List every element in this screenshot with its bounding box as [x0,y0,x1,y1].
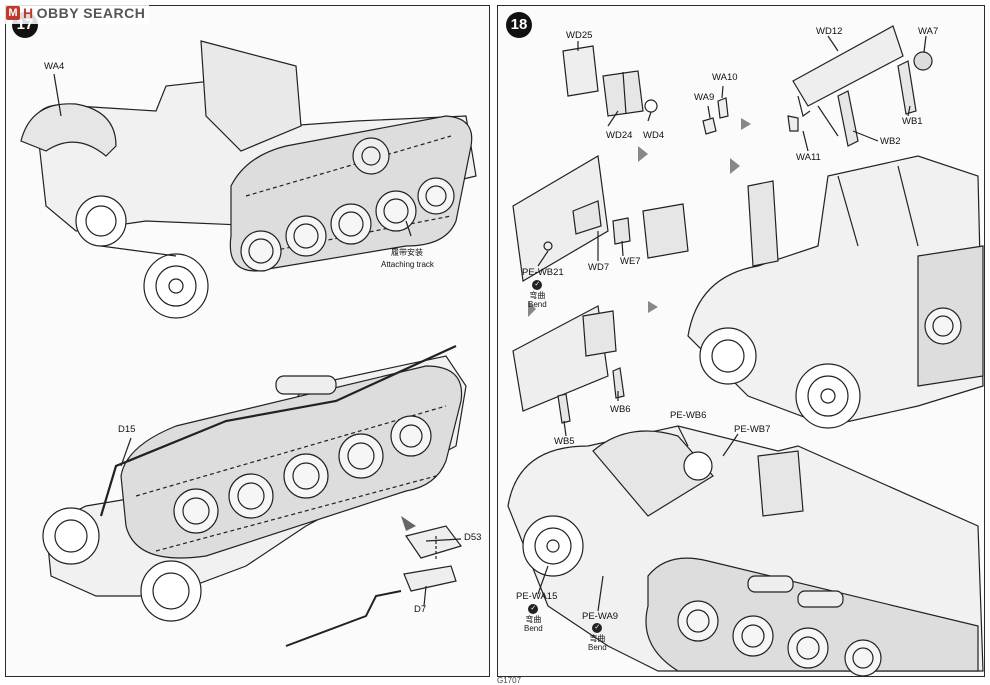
step-17-panel: 17 WA4 履带安装 Attaching track D15 D53 D7 [5,5,490,677]
part-label-wd4: WD4 [643,130,665,141]
bend-icon: ✓ [592,623,603,633]
part-label-d7: D7 [414,604,427,615]
bend-text-zh: 弯曲 [525,615,542,624]
part-label-wd12: WD12 [816,26,843,37]
bend-text-zh: 弯曲 [529,291,546,300]
attaching-track-en: Attaching track [381,260,434,269]
part-label-wd25: WD25 [566,30,593,41]
watermark-brand-part1: H [23,5,34,21]
part-label-d53: D53 [464,532,482,543]
part-label-d15: D15 [118,424,136,435]
part-label-pe-wa9: PE-WA9 [582,611,619,622]
bend-note-pe-wa9: ✓ 弯曲 Bend [588,623,607,652]
bend-text-en: Bend [524,624,543,633]
bend-text-zh: 弯曲 [589,634,606,643]
bend-icon: ✓ [532,280,543,290]
step-number-badge: 18 [506,12,532,38]
bend-text-en: Bend [588,643,607,652]
part-label-wd24: WD24 [606,130,633,141]
attaching-track-zh: 履带安装 [391,248,423,257]
part-label-we7: WE7 [620,256,641,267]
watermark-brand-part2: OBBY SEARCH [36,5,146,21]
step-17-drawing [20,40,477,647]
bend-note-pe-wa15: ✓ 弯曲 Bend [524,604,543,633]
hobby-search-watermark: M H OBBY SEARCH [2,2,150,24]
part-label-wa9: WA9 [694,92,715,103]
part-label-wb1: WB1 [902,116,923,127]
part-label-wa11: WA11 [796,152,821,163]
part-label-wb6: WB6 [610,404,631,415]
part-label-wb2: WB2 [880,136,901,147]
part-label-pe-wa15: PE-WA15 [516,591,558,602]
footer-code: G1707 [497,676,522,685]
part-label-wb5: WB5 [554,436,575,447]
bend-note-pe-wb21: ✓ 弯曲 Bend [528,280,547,309]
part-label-pe-wb6: PE-WB6 [670,410,707,421]
bend-icon: ✓ [528,604,539,614]
part-label-pe-wb21: PE-WB21 [522,267,564,278]
bend-text-en: Bend [528,300,547,309]
part-label-wa10: WA10 [712,72,738,83]
step-18-panel: 18 WD25 WD24 WD4 WA10 WA9 WD12 WA7 WB1 W… [497,5,985,677]
step-18-drawing [507,25,984,677]
part-label-wa7: WA7 [918,26,939,37]
part-label-pe-wb7: PE-WB7 [734,424,771,435]
watermark-mark: M [6,6,20,20]
part-label-wd7: WD7 [588,262,610,273]
part-label-wa4: WA4 [44,61,65,72]
